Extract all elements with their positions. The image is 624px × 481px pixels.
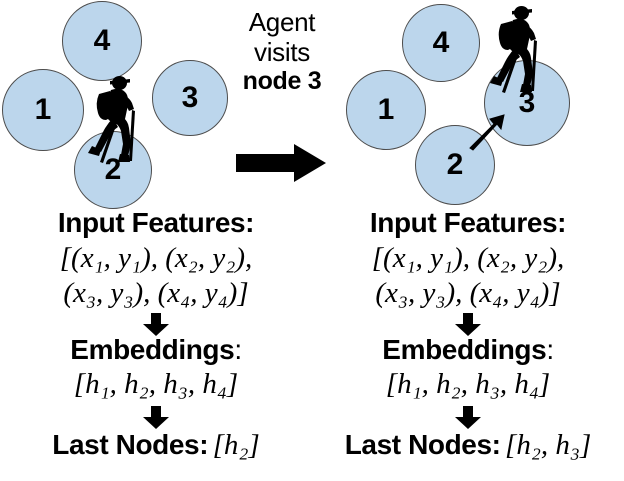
down-arrow-icon [143,406,169,429]
right-node-4[interactable]: 4 [402,4,480,82]
right-text-column: Input Features: [(x₁, y₁), (x₂, y₂), (x₃… [312,205,624,481]
left-arrow-2-row [0,406,312,430]
node-label: 3 [181,81,199,114]
down-arrow-icon [143,313,169,336]
node-label: 2 [446,148,464,181]
right-arrow-1-row [312,313,624,337]
right-embeddings-colon: : [546,334,554,365]
left-input-features-line1: [(x₁, y₁), (x₂, y₂), [59,242,253,274]
left-graph-panel: 4 1 3 2 [0,0,235,209]
right-input-features-line2: (x₃, y₃), (x₄, y₄)] [375,277,561,309]
node-label: 1 [34,93,52,126]
caption-line-2: visits [254,36,310,67]
left-embeddings-values: [h₁, h₂, h₃, h₄] [73,368,239,400]
right-node-2[interactable]: 2 [415,125,495,205]
right-node-3[interactable]: 3 [484,60,570,146]
right-arrow-icon [236,144,326,182]
left-node-4[interactable]: 4 [62,1,142,81]
left-arrow-1-row [0,313,312,337]
caption-line-1: Agent [248,7,316,37]
left-last-nodes-values: [h₂] [212,429,260,461]
left-node-3[interactable]: 3 [152,60,228,136]
node-label: 3 [518,86,536,119]
left-node-1[interactable]: 1 [2,69,84,151]
node-label: 1 [377,93,395,126]
left-embeddings-title: Embeddings: [0,336,312,364]
down-arrow-icon [455,313,481,336]
node-label: 2 [104,153,122,186]
right-embeddings-title-text: Embeddings [382,334,547,365]
left-node-2[interactable]: 2 [74,131,152,209]
right-graph-panel: 4 1 3 2 [330,0,624,205]
node-label: 4 [432,26,450,59]
left-input-features-line2: (x₃, y₃), (x₄, y₄)] [63,277,249,309]
right-input-features-line1: [(x₁, y₁), (x₂, y₂), [371,242,565,274]
right-embeddings-title: Embeddings: [312,336,624,364]
right-arrow-2-row [312,406,624,430]
left-text-column: Input Features: [(x₁, y₁), (x₂, y₂), (x₃… [0,205,312,481]
left-embeddings-colon: : [234,334,242,365]
left-embeddings-title-text: Embeddings [70,334,235,365]
right-last-nodes-title: Last Nodes: [344,429,501,460]
right-node-1[interactable]: 1 [346,70,426,150]
right-last-nodes-row: Last Nodes: [h₂, h₃] [312,429,624,462]
right-last-nodes-values: [h₂, h₃] [505,429,592,461]
left-input-features-title: Input Features: [57,207,255,238]
left-last-nodes-title: Last Nodes: [52,429,209,460]
down-arrow-icon [455,406,481,429]
right-input-features-title: Input Features: [369,207,567,238]
left-last-nodes-row: Last Nodes: [h₂] [0,429,312,462]
caption-line-3: node 3 [242,67,322,96]
right-embeddings-values: [h₁, h₂, h₃, h₄] [385,368,551,400]
transition-caption: Agent visits node 3 [232,7,332,96]
node-label: 4 [93,24,111,57]
